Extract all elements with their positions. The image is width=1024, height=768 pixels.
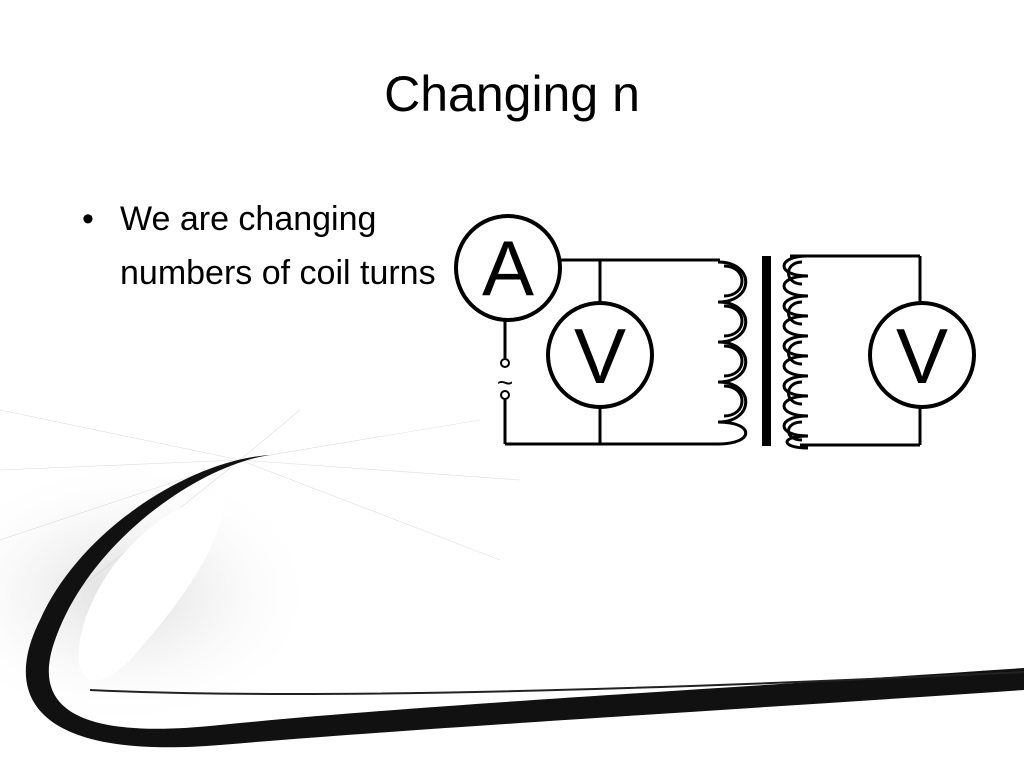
ammeter: A: [454, 214, 562, 322]
transformer-core: [762, 256, 771, 446]
secondary-coil: [782, 254, 809, 450]
secondary-voltmeter-label: V: [896, 312, 948, 400]
bullet-text: We are changing numbers of coil turns: [120, 200, 436, 292]
secondary-voltmeter: V: [868, 301, 976, 409]
ammeter-label: A: [482, 224, 534, 312]
bullet-item: • We are changing numbers of coil turns: [80, 192, 440, 300]
bullet-dot-icon: •: [82, 200, 94, 238]
primary-voltmeter-label: V: [574, 312, 626, 400]
bullet-list: • We are changing numbers of coil turns: [80, 192, 440, 300]
transformer-circuit-diagram: ~ A V V: [454, 214, 976, 450]
ac-source: ~: [497, 358, 513, 400]
primary-coil: [717, 260, 748, 446]
slide-title: Changing n: [384, 66, 640, 122]
primary-voltmeter: V: [546, 301, 654, 409]
ac-source-symbol: ~: [497, 367, 513, 398]
